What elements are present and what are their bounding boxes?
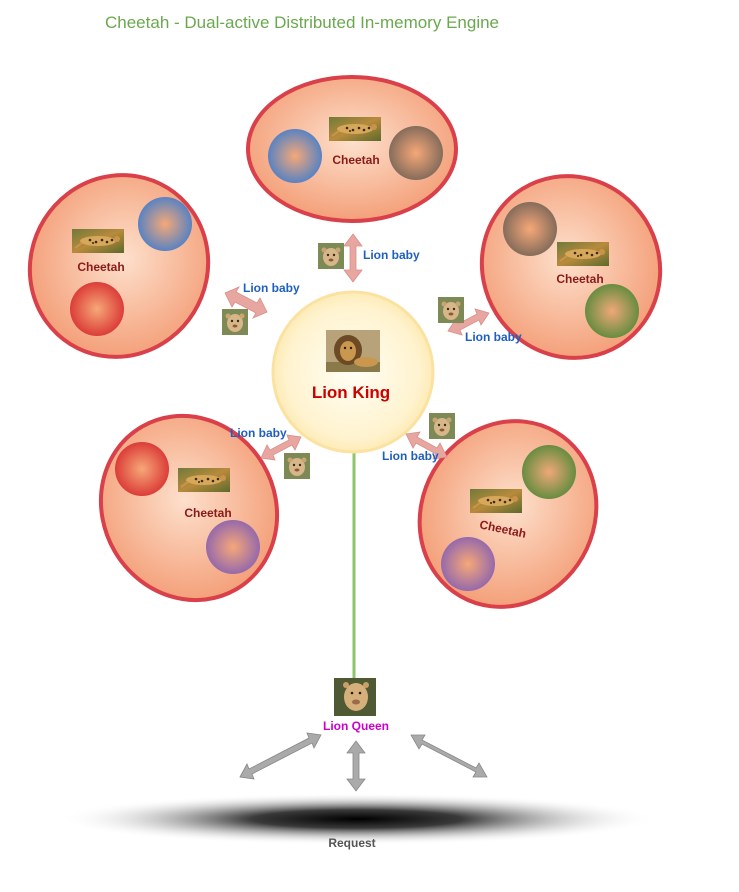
link-label: Lion baby: [382, 449, 439, 463]
data-ball-blue: [268, 129, 322, 183]
node-label: Cheetah: [184, 506, 231, 520]
cheetah-node-top: Cheetah: [246, 75, 458, 223]
diagram-title: Cheetah - Dual-active Distributed In-mem…: [105, 13, 499, 32]
lion-baby-links: [224, 233, 490, 461]
node-ellipse: [246, 75, 458, 223]
node-ellipse: [479, 174, 663, 360]
data-ball-red: [70, 282, 124, 336]
link-label: Lion baby: [230, 426, 287, 440]
cheetah-node-right-upper: Cheetah: [479, 174, 663, 360]
cheetah-image: [556, 241, 610, 267]
lion-baby-image: [284, 453, 310, 479]
link-arrow-top: [343, 233, 363, 283]
node-label: Cheetah: [77, 260, 124, 274]
cheetah-node-right-lower: Cheetah: [417, 419, 599, 609]
data-ball-brown: [503, 202, 557, 256]
cheetah-image: [469, 488, 523, 514]
link-arrow-left-lower: [260, 434, 302, 461]
cheetah-image: [328, 116, 382, 142]
data-ball-green: [522, 445, 576, 499]
lion-queen-image: [334, 678, 376, 716]
node-ellipse: [417, 419, 599, 609]
lion-queen-node: Lion Queen: [323, 678, 389, 733]
data-ball-green: [585, 284, 639, 338]
lion-king-image: [326, 330, 380, 372]
link-label: Lion baby: [363, 248, 420, 262]
request-arrow-left: [239, 732, 322, 780]
cheetah-image: [71, 228, 125, 254]
lion-baby-image: [222, 309, 248, 335]
data-ball-red: [115, 442, 169, 496]
node-label: Cheetah: [556, 272, 603, 286]
link-arrow-right-lower: [405, 431, 448, 460]
data-ball-purple: [206, 520, 260, 574]
cheetah-node-left-upper: Cheetah: [27, 173, 211, 359]
data-ball-brown: [389, 126, 443, 180]
node-label: Cheetah: [332, 153, 379, 167]
request-arrow-right: [410, 734, 488, 778]
lion-baby-image: [318, 243, 344, 269]
lion-baby-image: [429, 413, 455, 439]
lion-king-node: Lion King: [271, 290, 435, 454]
lion-queen-label: Lion Queen: [323, 719, 389, 733]
data-ball-purple: [441, 537, 495, 591]
lion-king-label: Lion King: [312, 383, 390, 402]
request-arrows: [239, 732, 488, 792]
cheetah-node-left-lower: Cheetah: [98, 413, 280, 603]
cheetah-image: [177, 467, 231, 493]
request-shadow: [57, 793, 657, 845]
link-label: Lion baby: [243, 281, 300, 295]
data-ball-blue: [138, 197, 192, 251]
lion-king-circle: [271, 290, 435, 454]
request-label: Request: [328, 836, 375, 850]
link-label: Lion baby: [465, 330, 522, 344]
request-arrow-center: [346, 740, 366, 792]
lion-baby-image: [438, 297, 464, 323]
link-arrow-left-upper: [224, 286, 268, 319]
